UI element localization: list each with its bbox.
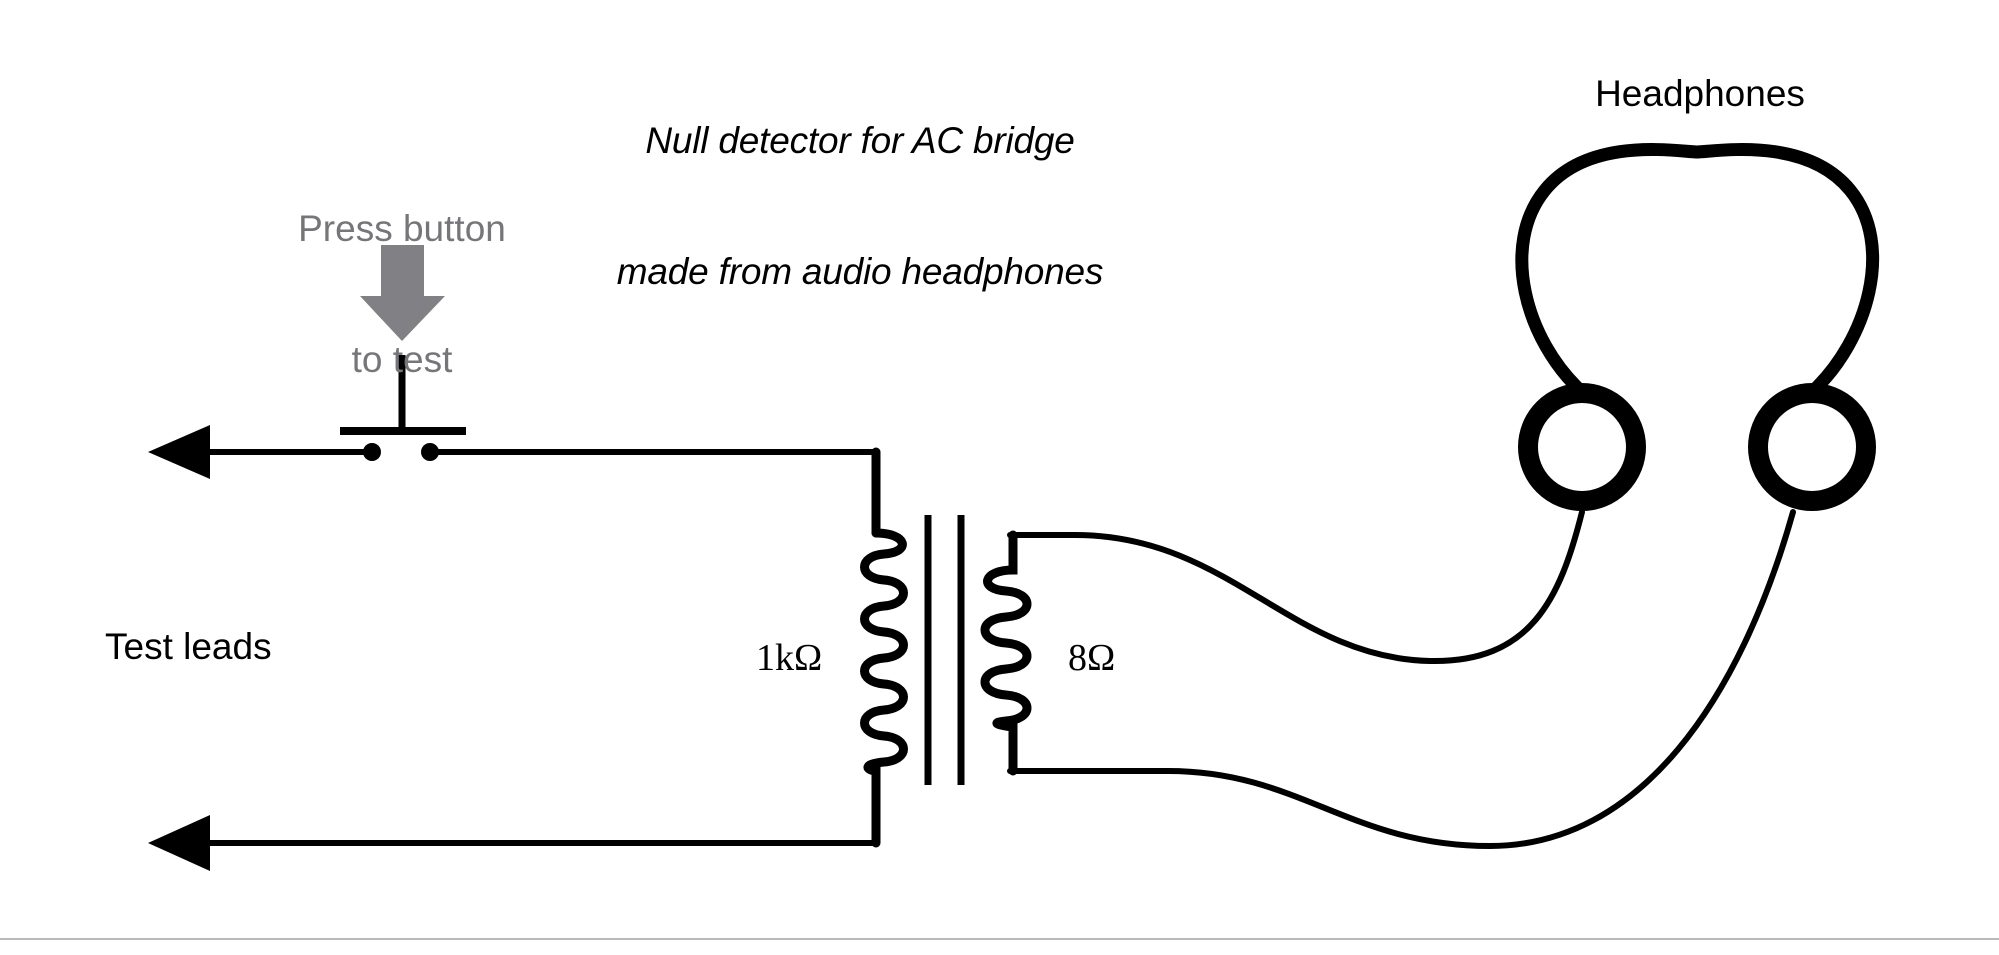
primary-coil-turns <box>860 528 908 776</box>
secondary-impedance-label: 8Ω <box>1068 637 1116 679</box>
headphone-cord-upper <box>1007 509 1585 665</box>
press-arrow-head <box>360 296 445 341</box>
headphone-cord-lower <box>1007 509 1796 850</box>
press-button-annotation: Press button to test <box>222 120 582 469</box>
page-bottom-rule <box>0 938 1999 940</box>
figure-title-line1: Null detector for AC bridge <box>645 120 1075 162</box>
transformer-secondary-winding <box>980 530 1032 776</box>
headband <box>1515 143 1880 399</box>
test-leads-label: Test leads <box>105 626 272 667</box>
transformer-primary-winding <box>860 447 908 848</box>
headphones-label: Headphones <box>1595 73 1805 114</box>
bottom-lead-arrowhead <box>148 815 210 871</box>
top-lead-arrowhead <box>148 425 210 479</box>
lower-cord-path <box>1007 509 1796 850</box>
secondary-coil-turns <box>980 530 1032 776</box>
figure-title-line2: made from audio headphones <box>616 251 1104 293</box>
press-button-line1: Press button <box>298 208 506 250</box>
pushbutton-contact-left <box>363 443 381 461</box>
upper-cord-path <box>1007 509 1585 665</box>
press-button-line2: to test <box>351 339 453 381</box>
pushbutton-contact-right <box>421 443 439 461</box>
figure-title: Null detector for AC bridge made from au… <box>580 32 1140 381</box>
top-test-lead <box>148 425 879 479</box>
press-direction-arrow <box>360 245 445 341</box>
bottom-test-lead <box>148 815 879 871</box>
transformer-core <box>924 515 965 785</box>
pushbutton-switch[interactable] <box>340 355 466 461</box>
headphones-assembly <box>1515 143 1880 511</box>
press-arrow-shaft <box>381 245 424 298</box>
earcup-right <box>1748 383 1876 511</box>
primary-impedance-label: 1kΩ <box>756 637 823 679</box>
earcup-left <box>1518 383 1646 511</box>
